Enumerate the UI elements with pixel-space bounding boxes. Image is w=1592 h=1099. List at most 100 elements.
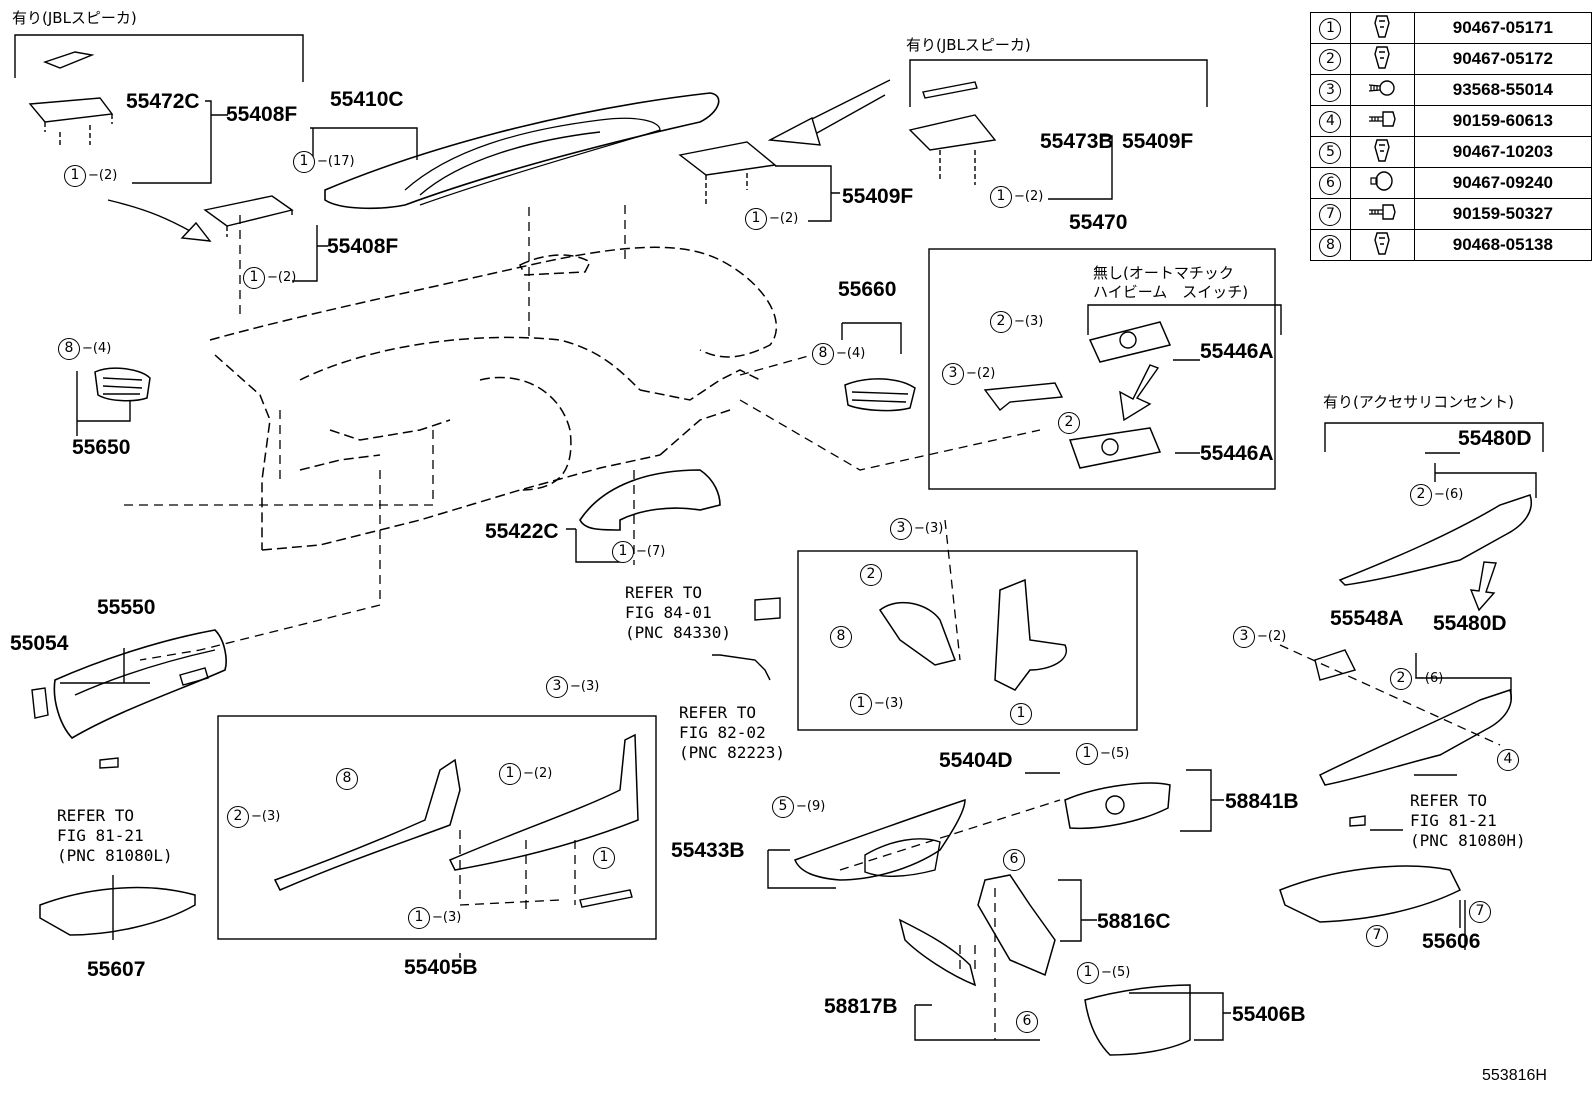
callout-quantity: −(5) [1101,965,1131,980]
fastener-callout-2[interactable]: 2 [1390,668,1412,690]
part-55405B[interactable]: 55405B [404,956,478,979]
part-55650[interactable]: 55650 [72,436,131,459]
part-55410C[interactable]: 55410C [330,88,404,111]
legend-num-circle: 4 [1319,110,1342,133]
fastener-callout-8[interactable]: 8 [336,768,358,790]
figure-id: 553816H [1482,1067,1547,1084]
fastener-callout-1[interactable]: 1 [850,693,872,715]
callout-quantity: −(2) [1257,629,1287,644]
fastener-callout-1[interactable]: 1 [990,186,1012,208]
legend-part-number: 90468-05138 [1413,229,1592,261]
fastener-callout-2[interactable]: 2 [227,806,249,828]
ref-fig-81-21-h[interactable]: REFER TO FIG 81-21 (PNC 81080H) [1410,791,1526,850]
fastener-callout-1[interactable]: 1 [499,763,521,785]
callout-quantity: −(3) [874,696,904,711]
fastener-callout-5[interactable]: 5 [772,796,794,818]
part-55607[interactable]: 55607 [87,958,146,981]
callout-quantity: −(2) [523,766,553,781]
legend-num-circle: 3 [1319,79,1342,102]
part-55606[interactable]: 55606 [1422,930,1481,953]
part-55433B[interactable]: 55433B [671,839,745,862]
part-58841B[interactable]: 58841B [1225,790,1299,813]
callout-quantity: −(2) [88,168,118,183]
fastener-callout-2[interactable]: 2 [1410,484,1432,506]
part-55422C[interactable]: 55422C [485,520,559,543]
legend-num-circle: 7 [1319,203,1342,226]
fastener-callout-1[interactable]: 1 [1010,703,1032,725]
part-55446A[interactable]: 55446A [1200,340,1274,363]
fastener-callout-3[interactable]: 3 [942,363,964,385]
part-55408F[interactable]: 55408F [226,103,298,126]
fastener-callout-2[interactable]: 2 [1058,412,1080,434]
part-55054[interactable]: 55054 [10,632,69,655]
ref-fig-82-02[interactable]: REFER TO FIG 82-02 (PNC 82223) [679,703,785,762]
fastener-callout-3[interactable]: 3 [546,676,568,698]
ref-fig-81-21-l[interactable]: REFER TO FIG 81-21 (PNC 81080L) [57,806,173,865]
callout-quantity: −(3) [1014,314,1044,329]
fastener-callout-7[interactable]: 7 [1469,901,1491,923]
legend-part-number: 90467-09240 [1413,167,1592,199]
legend-num: 7 [1310,198,1351,230]
note-jbl-right: 有り(JBLスピーカ) [906,36,1031,54]
part-55406B[interactable]: 55406B [1232,1003,1306,1026]
fastener-callout-1[interactable]: 1 [64,165,86,187]
legend-num: 5 [1310,136,1351,168]
part-55404D[interactable]: 55404D [939,749,1013,772]
ref-fig-84-01[interactable]: REFER TO FIG 84-01 (PNC 84330) [625,583,731,642]
fastener-callout-8[interactable]: 8 [58,338,80,360]
part-55470[interactable]: 55470 [1069,211,1128,234]
fastener-callout-1[interactable]: 1 [593,847,615,869]
callout-quantity: −(9) [796,799,826,814]
part-55408F[interactable]: 55408F [327,235,399,258]
part-55409F[interactable]: 55409F [842,185,914,208]
clip-icon [1349,136,1415,168]
note-accessory: 有り(アクセサリコンセント) [1323,393,1514,411]
part-55446A[interactable]: 55446A [1200,442,1274,465]
fastener-callout-1[interactable]: 1 [1077,962,1099,984]
fastener-callout-3[interactable]: 3 [890,518,912,540]
part-55480D[interactable]: 55480D [1458,427,1532,450]
legend-part-number: 90467-05172 [1413,43,1592,75]
fastener-callout-1[interactable]: 1 [293,151,315,173]
callout-quantity: −(2) [966,366,996,381]
fastener-callout-1[interactable]: 1 [243,267,265,289]
part-55480D[interactable]: 55480D [1433,612,1507,635]
part-55473B[interactable]: 55473B [1040,130,1114,153]
fastener-callout-8[interactable]: 8 [830,626,852,648]
fastener-callout-6[interactable]: 6 [1016,1011,1038,1033]
part-58817B[interactable]: 58817B [824,995,898,1018]
legend-part-number: 90467-05171 [1413,12,1592,44]
part-55548A[interactable]: 55548A [1330,607,1404,630]
fastener-callout-2[interactable]: 2 [990,311,1012,333]
legend-num-circle: 6 [1319,172,1342,195]
fastener-callout-6[interactable]: 6 [1003,849,1025,871]
fastener-callout-1[interactable]: 1 [408,907,430,929]
fastener-callout-1[interactable]: 1 [612,541,634,563]
fastener-callout-4[interactable]: 4 [1497,749,1519,771]
legend-row[interactable]: 8 90468-05138 [1310,229,1592,261]
fastener-callout-2[interactable]: 2 [860,564,882,586]
part-55550[interactable]: 55550 [97,596,156,619]
legend-num-circle: 8 [1319,234,1342,257]
fastener-callout-3[interactable]: 3 [1233,626,1255,648]
fastener-callout-1[interactable]: 1 [745,208,767,230]
fastener-callout-8[interactable]: 8 [812,343,834,365]
callout-quantity: −(3) [570,679,600,694]
legend-row[interactable]: 6 90467-09240 [1310,167,1592,199]
fastener-callout-1[interactable]: 1 [1076,743,1098,765]
part-55472C[interactable]: 55472C [126,90,200,113]
part-58816C[interactable]: 58816C [1097,910,1171,933]
part-55660[interactable]: 55660 [838,278,897,301]
legend-num: 3 [1310,74,1351,106]
callout-quantity: −(4) [836,346,866,361]
part-55409F[interactable]: 55409F [1122,130,1194,153]
fastener-callout-7[interactable]: 7 [1366,925,1388,947]
